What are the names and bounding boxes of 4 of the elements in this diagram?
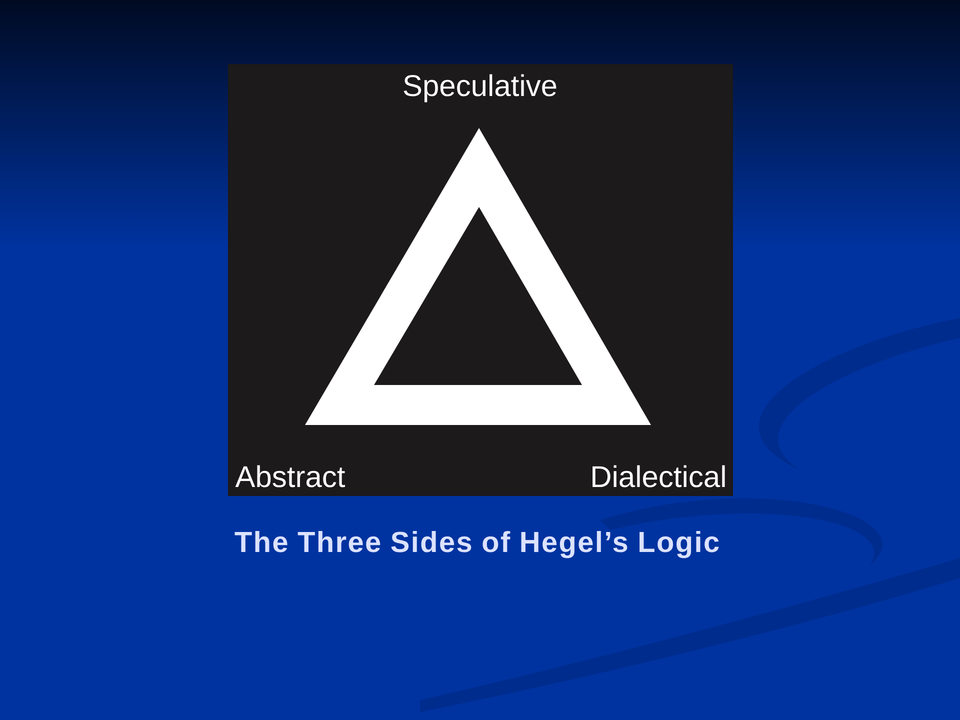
corner-label: Abstract: [235, 465, 346, 488]
corner-label: Dialectical: [592, 465, 725, 488]
caption: The Three Sides of Hegel’s Logic: [234, 531, 719, 558]
corner-label: Speculative: [404, 74, 556, 102]
